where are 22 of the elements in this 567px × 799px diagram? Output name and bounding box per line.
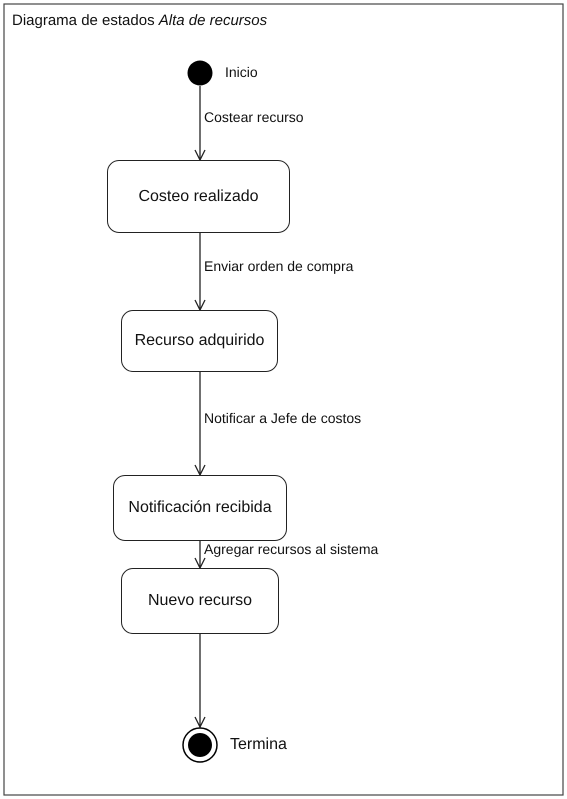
edge-label: Notificar a Jefe de costos — [203, 410, 362, 426]
edge-label: Agregar recursos al sistema — [203, 540, 380, 556]
transition-arrow — [194, 86, 206, 161]
state-label: Notificación recibida — [127, 498, 273, 518]
transition-arrow — [194, 541, 206, 569]
state-box — [107, 160, 290, 233]
transition-arrow — [194, 634, 206, 728]
state-box — [121, 568, 279, 634]
state-box — [113, 475, 287, 541]
state-label: Nuevo recurso — [146, 591, 254, 611]
edge-label: Enviar orden de compra — [203, 258, 354, 274]
edge-label: Costear recurso — [203, 109, 305, 125]
initial-state-icon — [187, 60, 213, 86]
diagram-title: Diagrama de estados Alta de recursos — [12, 12, 268, 29]
transition-arrow — [194, 372, 206, 476]
state-caption: Inicio — [225, 64, 258, 80]
state-box — [121, 310, 278, 372]
state-label: Costeo realizado — [137, 186, 260, 206]
transition-arrow — [194, 233, 206, 311]
state-label: Recurso adquirido — [134, 331, 266, 351]
final-state-icon — [182, 727, 218, 763]
state-caption: Termina — [230, 736, 287, 754]
